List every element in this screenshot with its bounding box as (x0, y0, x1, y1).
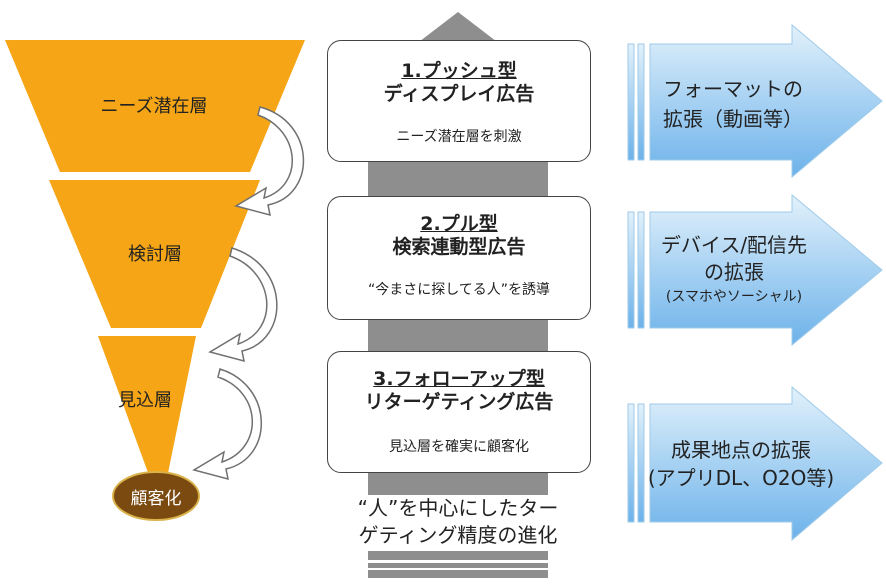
center-note-line2: ゲティング精度の進化 (358, 523, 558, 547)
card-title-ad: リターゲティング広告 (364, 391, 554, 413)
funnel-label-prospect: 見込層 (118, 390, 172, 411)
card-title-type: 3.フォローアップ型 (373, 368, 545, 390)
arrow-text-line: の拡張 (704, 260, 764, 284)
card-push-display: 1.プッシュ型 ディスプレイ広告 ニーズ潜在層を刺激 (327, 40, 591, 162)
card-title-type: 1.プッシュ型 (401, 60, 517, 82)
card-title: 2.プル型 検索連動型広告 (328, 213, 590, 259)
card-title-ad: 検索連動型広告 (392, 236, 526, 258)
card-followup-retargeting: 3.フォローアップ型 リターゲティング広告 見込層を確実に顧客化 (327, 351, 591, 473)
card-description: 見込層を確実に顧客化 (389, 439, 529, 455)
card-title: 3.フォローアップ型 リターゲティング広告 (328, 368, 590, 414)
curved-arrow-icon (192, 368, 262, 481)
card-title-ad: ディスプレイ広告 (383, 83, 535, 105)
funnel-label-needs-latent: ニーズ潜在層 (100, 96, 208, 117)
card-title-type: 2.プル型 (420, 213, 498, 235)
expansion-arrow-3-text: 成果地点の拡張 (アプリDL、O2O等) (630, 436, 852, 492)
expansion-arrow-1 (627, 23, 883, 179)
funnel-layer-1 (5, 40, 305, 172)
customer-circle (112, 471, 200, 521)
card-pull-search: 2.プル型 検索連動型広告 “今まさに探してる人”を誘導 (327, 196, 591, 320)
funnel-label-customer: 顧客化 (130, 489, 182, 509)
funnel-layer-3 (98, 336, 196, 478)
arrow-text-line: (アプリDL、O2O等) (647, 466, 835, 490)
expansion-arrow-2 (627, 193, 883, 347)
curved-arrow-icon (234, 106, 305, 217)
expansion-arrow-1-text: フォーマットの 拡張（動画等） (648, 74, 818, 134)
card-description: “今まさに探してる人”を誘導 (367, 282, 551, 298)
funnel-label-considering: 検討層 (128, 244, 182, 265)
arrow-text-line: フォーマットの (663, 77, 803, 101)
center-note: “人”を中心にしたター ゲティング精度の進化 (318, 495, 598, 549)
expansion-arrow-3 (627, 385, 883, 542)
center-note-line1: “人”を中心にしたター (357, 496, 559, 520)
arrow-text-line: 拡張（動画等） (663, 107, 803, 131)
curved-arrow-icon (208, 247, 278, 363)
card-title: 1.プッシュ型 ディスプレイ広告 (328, 60, 590, 106)
card-description: ニーズ潜在層を刺激 (396, 129, 522, 145)
arrow-text-line: (スマホやソーシャル) (665, 289, 803, 305)
arrow-text-line: 成果地点の拡張 (671, 438, 811, 462)
funnel-layer-2 (49, 180, 260, 328)
arrow-text-line: デバイス/配信先 (660, 233, 808, 257)
expansion-arrow-2-text: デバイス/配信先 の拡張 (スマホやソーシャル) (644, 232, 824, 308)
